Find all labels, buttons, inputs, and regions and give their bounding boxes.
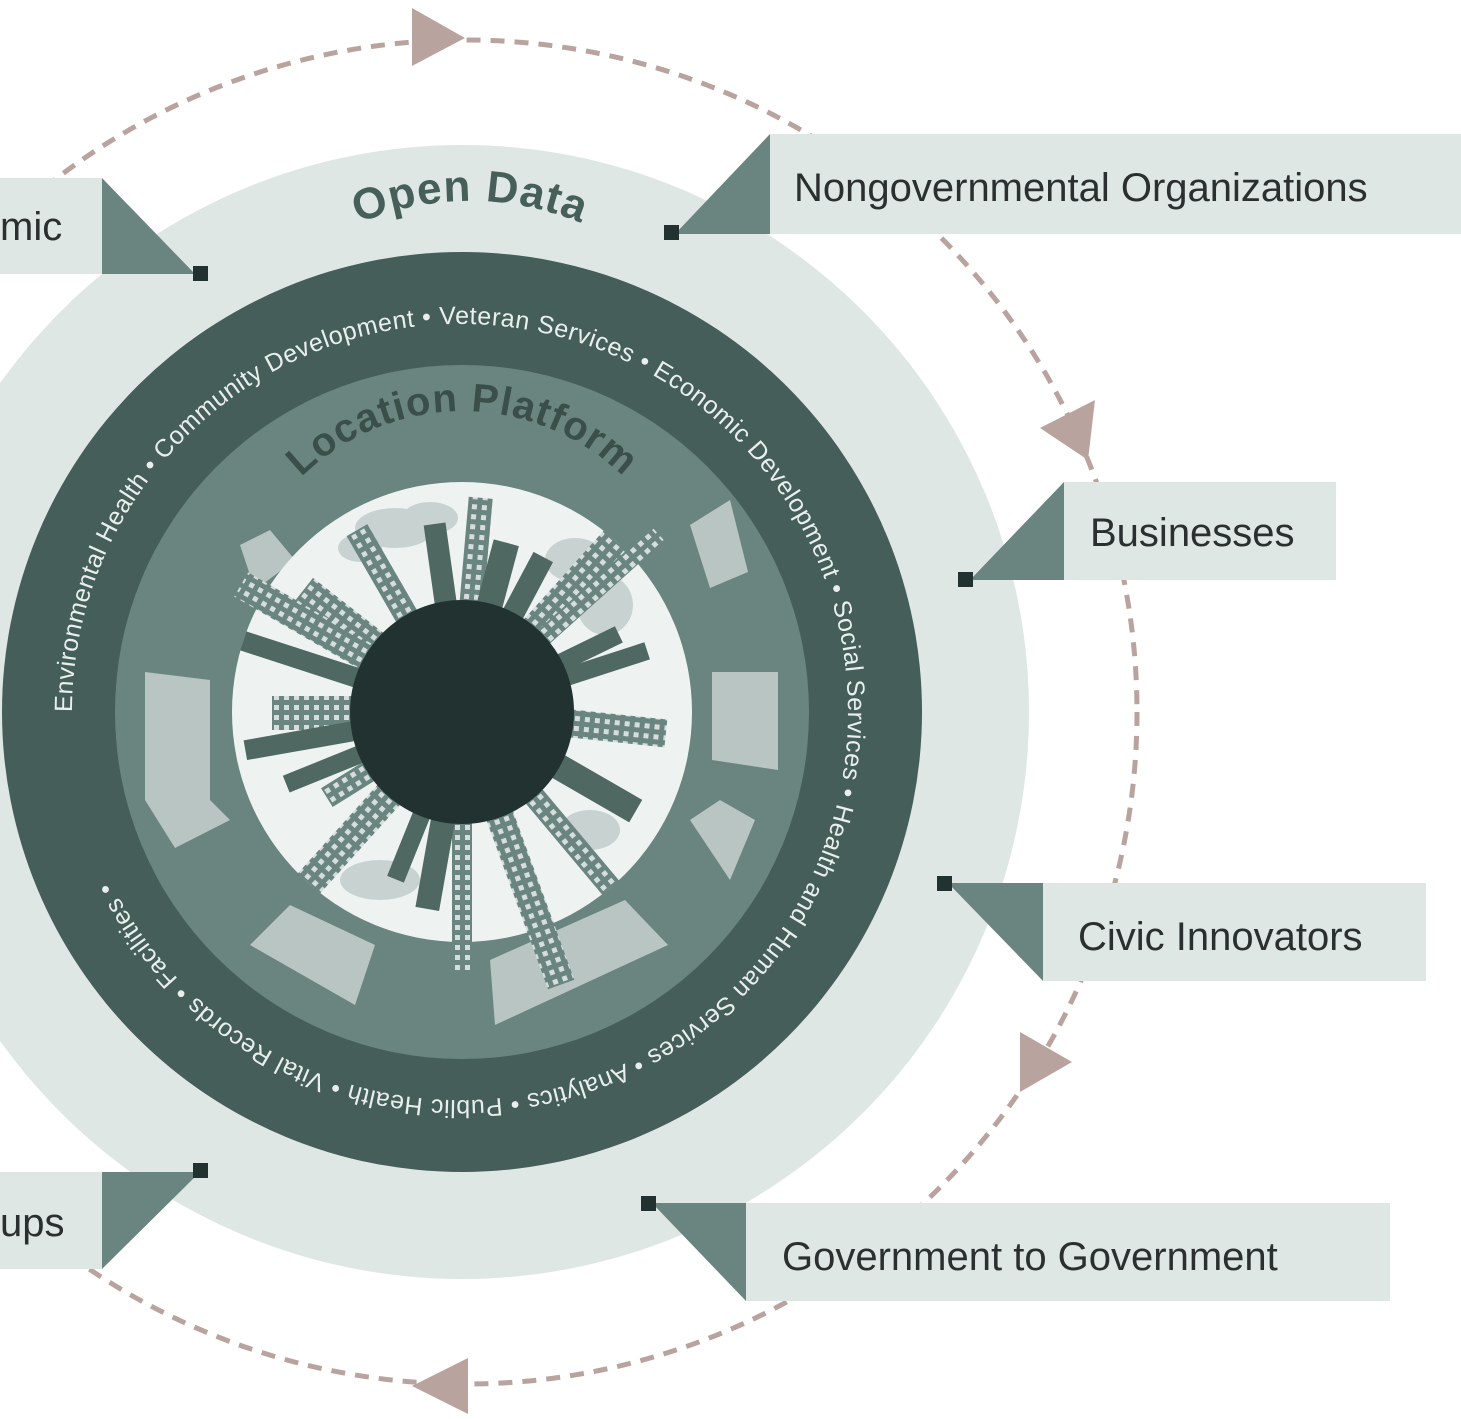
core-circle [350,600,574,824]
stakeholder-label: Businesses [1090,511,1295,555]
stakeholder-groups: ups [0,1163,208,1269]
platform-segments [145,500,778,1025]
stakeholder-civic-innovators: Civic Innovators [937,876,1426,981]
stakeholder-label: Government to Government [782,1235,1278,1279]
stakeholder-label: Civic Innovators [1078,915,1363,959]
stakeholder-label: Nongovernmental Organizations [794,166,1368,210]
arrow-head-right-lower [1020,1032,1072,1092]
stakeholder-businesses: Businesses [958,482,1336,587]
stakeholder-government-to-government: Government to Government [641,1196,1390,1301]
stakeholder-academic: mic [0,178,208,281]
cycle-arrows [0,8,1140,1414]
stakeholder-label: mic [0,205,62,249]
stakeholder-label: ups [0,1201,65,1245]
arrow-head-right-upper [1040,400,1095,460]
stakeholder-ngo: Nongovernmental Organizations [664,134,1461,240]
arrow-head-bottom [412,1358,468,1414]
arrow-head-top [412,8,465,66]
